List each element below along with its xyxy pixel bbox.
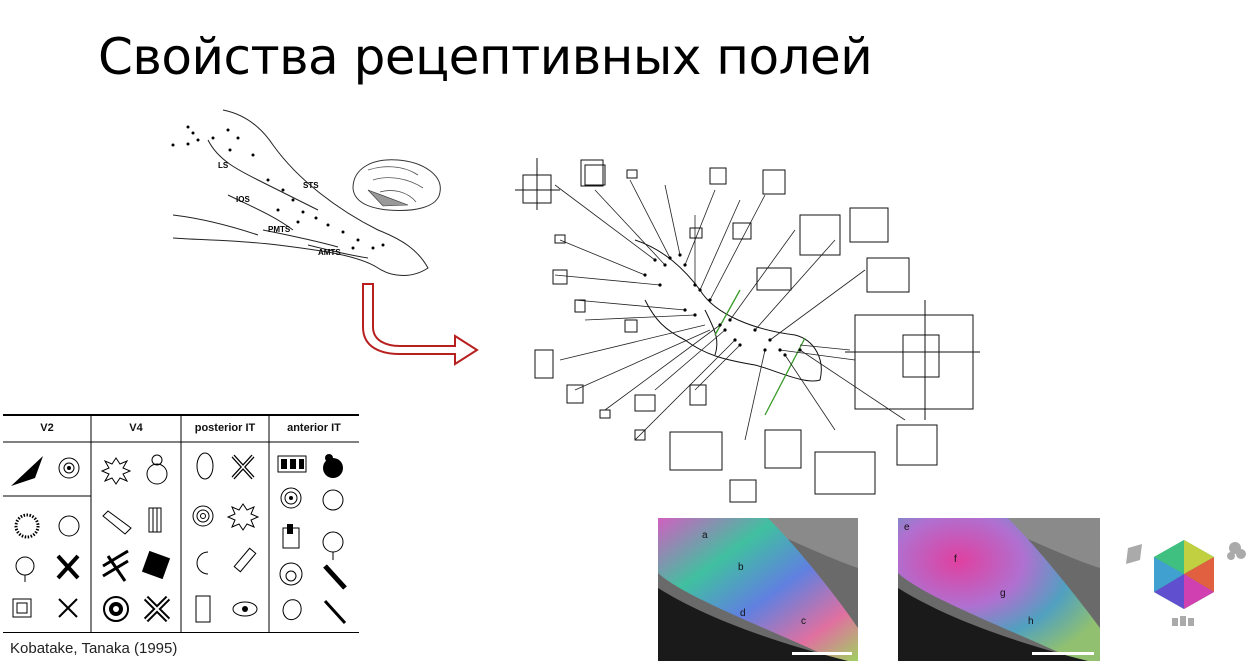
brain-recording-diagram: LS IOS STS PMTS AMTS — [171, 109, 441, 276]
map-label-b: b — [738, 562, 744, 573]
feature-map-left: a b c d — [658, 518, 858, 661]
monkey-brain-inset — [352, 159, 441, 211]
map-label-g: g — [1000, 588, 1006, 599]
connector-lines — [554, 179, 906, 441]
label-amts: AMTS — [318, 248, 341, 257]
v2-stimuli — [11, 456, 80, 618]
citation: Kobatake, Tanaka (1995) — [10, 640, 178, 657]
slide-title: Свойства рецептивных полей — [98, 28, 873, 86]
feature-map-left-image — [658, 518, 858, 661]
feature-map-right-image — [898, 518, 1100, 661]
column-v2: V2 — [40, 422, 54, 434]
label-sts: STS — [303, 181, 319, 190]
receptive-field-map — [515, 158, 980, 503]
label-ios: IOS — [236, 195, 250, 204]
recording-points — [643, 253, 802, 357]
stimulus-table: V2 V4 posterior IT anterior IT — [3, 414, 359, 633]
column-v4: V4 — [129, 422, 143, 434]
stimulus-table-grid — [3, 416, 359, 632]
map-label-a: a — [702, 530, 708, 541]
posterior-it-stimuli — [192, 452, 260, 623]
v4-stimuli — [100, 454, 171, 623]
anterior-it-stimuli — [277, 454, 347, 625]
color-hexagon-legend — [1126, 540, 1246, 626]
scale-bar — [1032, 652, 1094, 655]
map-label-d: d — [740, 608, 746, 619]
label-pmts: PMTS — [268, 225, 291, 234]
label-ls: LS — [218, 161, 229, 170]
feature-map-right: e f g h — [898, 518, 1100, 661]
scale-bar — [792, 652, 852, 655]
receptive-field-boxes — [515, 158, 980, 503]
hexagon-icon — [1154, 540, 1214, 609]
recording-sites — [171, 125, 385, 250]
map-label-e: e — [904, 522, 910, 533]
map-label-f: f — [954, 554, 957, 565]
curved-arrow-icon — [362, 283, 479, 366]
map-label-c: c — [801, 616, 806, 627]
column-anterior-it: anterior IT — [287, 422, 341, 434]
green-borders — [714, 289, 806, 416]
map-label-h: h — [1028, 616, 1034, 627]
column-posterior-it: posterior IT — [194, 422, 256, 434]
shape-glyph-icons — [1126, 540, 1246, 626]
